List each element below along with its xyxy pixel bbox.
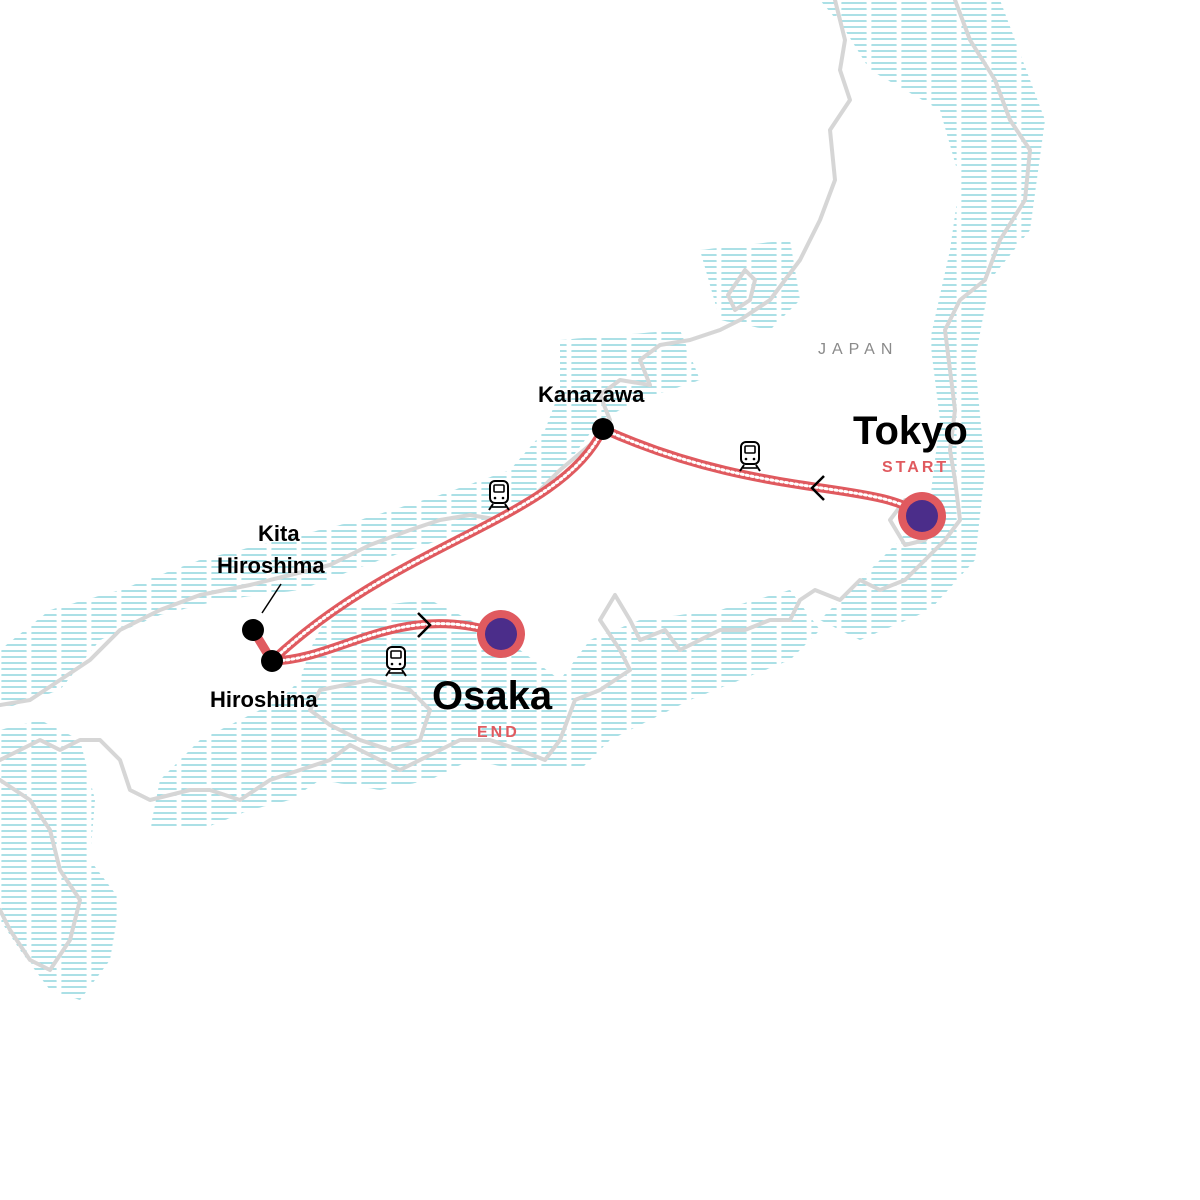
city-label-kanazawa: Kanazawa bbox=[538, 382, 645, 407]
country-label: JAPAN bbox=[818, 341, 898, 358]
label-leader-line bbox=[261, 583, 282, 614]
city-label-hiroshima: Hiroshima bbox=[210, 687, 318, 712]
city-label-tokyo: Tokyo bbox=[853, 409, 968, 453]
stop-marker-hiroshima[interactable] bbox=[261, 650, 283, 672]
city-label-osaka: Osaka bbox=[432, 674, 553, 718]
end-label: END bbox=[477, 724, 520, 741]
start-label: START bbox=[882, 459, 949, 476]
endpoint-marker-osaka[interactable] bbox=[477, 610, 525, 658]
endpoint-marker-tokyo[interactable] bbox=[898, 492, 946, 540]
city-label-kita-line1: Kita bbox=[258, 521, 300, 546]
stop-marker-kita-hiroshima[interactable] bbox=[242, 619, 264, 641]
chevron-icon bbox=[417, 612, 432, 638]
stop-marker-kanazawa[interactable] bbox=[592, 418, 614, 440]
city-label-kita-line2: Hiroshima bbox=[217, 553, 325, 578]
chevron-icon bbox=[810, 475, 825, 501]
train-icon bbox=[739, 441, 761, 472]
